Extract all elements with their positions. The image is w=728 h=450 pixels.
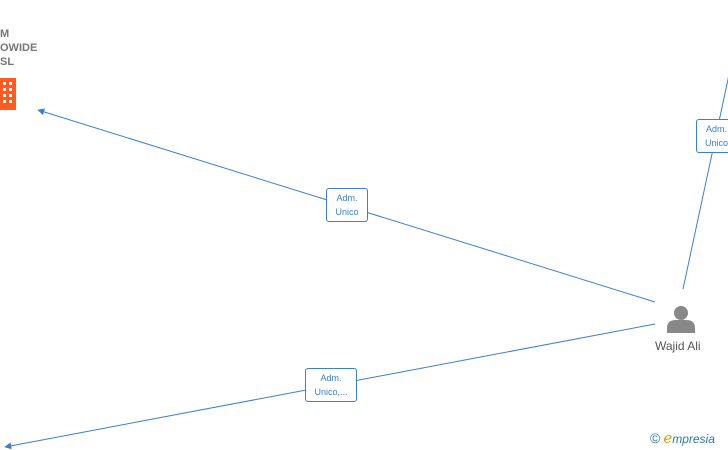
- edge-label-bottom: Adm. Unico,...: [305, 368, 357, 402]
- building-icon[interactable]: [0, 78, 16, 110]
- company-name-line: SL: [0, 56, 15, 68]
- copyright-symbol: ©: [650, 430, 661, 446]
- edge-label-line: Unico: [704, 138, 728, 148]
- edge-label-line: Adm.: [336, 193, 358, 203]
- brand-logo-text: mpresia: [672, 432, 715, 446]
- edge-label-line: Adm.: [705, 124, 727, 134]
- company-name-line: M: [0, 28, 10, 40]
- brand-logo-initial: e: [663, 429, 673, 447]
- company-name[interactable]: M OWIDE SL: [0, 27, 37, 69]
- brand-watermark: ©empresia: [650, 429, 715, 447]
- person-icon[interactable]: [667, 306, 695, 333]
- edge-label-line: Unico: [335, 207, 359, 217]
- edge-label-line: Unico,...: [314, 387, 348, 397]
- edge-label-line: Adm.: [320, 373, 342, 383]
- person-name[interactable]: Wajid Ali: [655, 339, 701, 353]
- company-name-line: OWIDE: [0, 42, 38, 54]
- edge-label-company: Adm. Unico: [326, 188, 368, 222]
- edge-line-to-offscreen-top: [682, 76, 728, 290]
- edge-label-top: Adm. Unico: [696, 119, 728, 153]
